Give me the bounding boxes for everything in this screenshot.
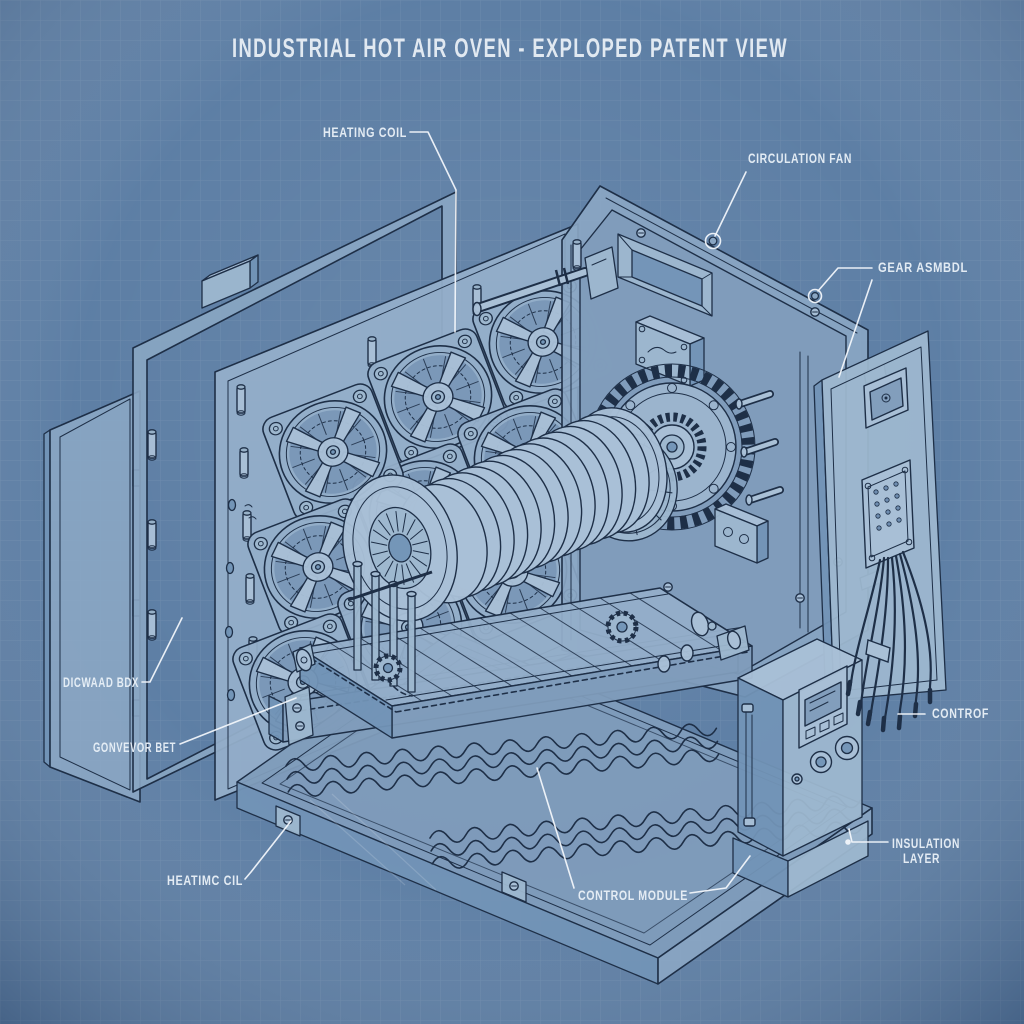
leader-heating-coil-lower	[244, 820, 292, 880]
label-drawer-box: DICWAAD BDX	[63, 675, 139, 690]
drive-shaft	[472, 246, 619, 317]
label-heating-coil: HEATING COIL	[323, 125, 407, 140]
label-heating-coil-lower: HEATIMC CIL	[167, 873, 243, 888]
door-window	[863, 367, 909, 429]
frame-screw	[795, 593, 805, 603]
hinge-pin	[147, 519, 157, 551]
door-handle	[201, 254, 259, 309]
leader-control-module-right	[689, 855, 751, 894]
wire-socket	[861, 459, 915, 569]
belt-roller	[690, 611, 750, 661]
label-conveyor-belt: GONVEVOR BET	[93, 740, 176, 755]
chain-sprocket	[605, 610, 639, 644]
chain-sprocket	[373, 653, 413, 697]
mount-pin	[245, 573, 255, 605]
leader-lines	[141, 131, 926, 894]
leader-circulation-fan	[704, 171, 747, 250]
leader-drawer-box	[141, 617, 183, 683]
belt-roller-small	[657, 655, 671, 673]
control-knob	[809, 750, 833, 774]
label-control-module: CONTROL MODULE	[578, 888, 688, 903]
label-insulation-layer-line2: LAYER	[903, 851, 940, 866]
heating-coil-drum	[342, 407, 668, 622]
leader-insulation-layer	[845, 828, 889, 845]
frame-screw	[663, 582, 673, 592]
control-cabinet	[732, 638, 869, 898]
control-knob	[834, 735, 860, 761]
mount-pin	[572, 239, 582, 271]
mount-pin	[239, 447, 249, 479]
power-button-dot	[794, 776, 800, 782]
mount-pin	[236, 384, 246, 416]
hinge-pin	[147, 429, 157, 461]
frame-screw	[810, 307, 820, 317]
control-wires	[845, 550, 933, 733]
frame-screw	[636, 228, 646, 238]
leader-control-module-left	[536, 767, 575, 889]
belt-roller-small	[680, 644, 694, 662]
leader-heating-coil	[409, 131, 457, 333]
tray-bolt-tab	[275, 805, 301, 837]
tray-bolt-tab	[501, 871, 527, 903]
leader-conveyor-belt	[179, 697, 297, 745]
display-recess	[617, 233, 713, 317]
sketch-scratch	[309, 793, 437, 891]
hinge-pin	[147, 609, 157, 641]
label-insulation-layer-line1: INSULATION	[892, 836, 960, 851]
label-circulation-fan: CIRCULATION FAN	[748, 151, 852, 166]
label-gear-assembly: GEAR ASMBDL	[878, 260, 968, 275]
left-door-panel	[43, 390, 141, 803]
leader-gear-assembly	[807, 267, 873, 378]
coil-hub-fins	[370, 510, 430, 586]
drive-posts	[347, 560, 433, 697]
wire-wrap	[865, 639, 891, 663]
label-control-wires: CONTROF	[932, 706, 989, 721]
display-screen	[798, 665, 848, 749]
mounting-pins	[735, 390, 784, 506]
page-title: INDUSTRIAL HOT AIR OVEN - EXPLOPED PATEN…	[232, 33, 788, 63]
terminal-box	[714, 503, 769, 564]
right-door-panel	[813, 330, 947, 707]
belt-roller	[292, 643, 316, 673]
